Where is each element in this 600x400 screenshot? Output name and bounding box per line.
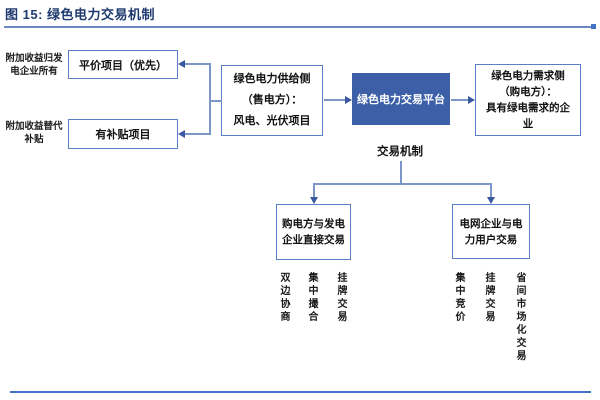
arrowhead-platform-demand-icon — [468, 96, 475, 104]
mode-interprovincial-market-trading: 省间市场化交易 — [514, 272, 525, 363]
connector-branch-horizontal — [313, 183, 491, 185]
connector-to-subsidized-line — [184, 133, 210, 135]
note-parity-revenue: 附加收益归发 电企业所有 — [5, 53, 63, 77]
box-trading-platform: 绿色电力交易平台 — [352, 73, 450, 125]
arrowhead-drop-left-icon — [310, 197, 318, 204]
arrowhead-drop-right-icon — [487, 197, 495, 204]
box-parity-project: 平价项目（优先） — [68, 50, 178, 79]
mode-centralized-bidding: 集中竞价 — [453, 272, 464, 324]
note-subsidy-replacement: 附加收益替代 补贴 — [5, 121, 63, 145]
connector-bracket-vertical — [209, 63, 211, 135]
mode-centralized-matching: 集中撮合 — [306, 272, 317, 324]
connector-supply-platform-line — [324, 99, 346, 101]
title-underline-endcap — [591, 24, 596, 29]
box-direct-trading: 购电方与发电 企业直接交易 — [276, 204, 351, 260]
connector-drop-right — [490, 183, 492, 198]
arrowhead-to-subsidized-icon — [178, 130, 185, 138]
arrowhead-supply-platform-icon — [345, 96, 352, 104]
connector-bracket-to-supply — [209, 100, 222, 102]
title-underline — [4, 26, 593, 28]
mode-listed-trading-left: 挂牌交易 — [335, 272, 346, 324]
mode-bilateral-negotiation: 双边协商 — [278, 272, 289, 324]
connector-platform-demand-line — [451, 99, 469, 101]
trading-mechanism-label: 交易机制 — [377, 146, 423, 158]
connector-to-parity-line — [184, 63, 210, 65]
mode-listed-trading-right: 挂牌交易 — [483, 272, 494, 324]
bottom-rule — [10, 391, 591, 393]
figure-title: 图 15: 绿色电力交易机制 — [5, 7, 156, 22]
arrowhead-to-parity-icon — [178, 60, 185, 68]
box-subsidized-project: 有补贴项目 — [68, 119, 178, 149]
box-grid-user-trading: 电网企业与电 力用户交易 — [452, 204, 530, 259]
box-demand-side: 绿色电力需求侧 （购电方）： 具有绿电需求的企 业 — [475, 64, 581, 136]
connector-drop-left — [313, 183, 315, 198]
connector-mechanism-stem — [400, 161, 402, 184]
box-supply-side: 绿色电力供给侧 （售电方）： 风电、光伏项目 — [221, 65, 323, 136]
